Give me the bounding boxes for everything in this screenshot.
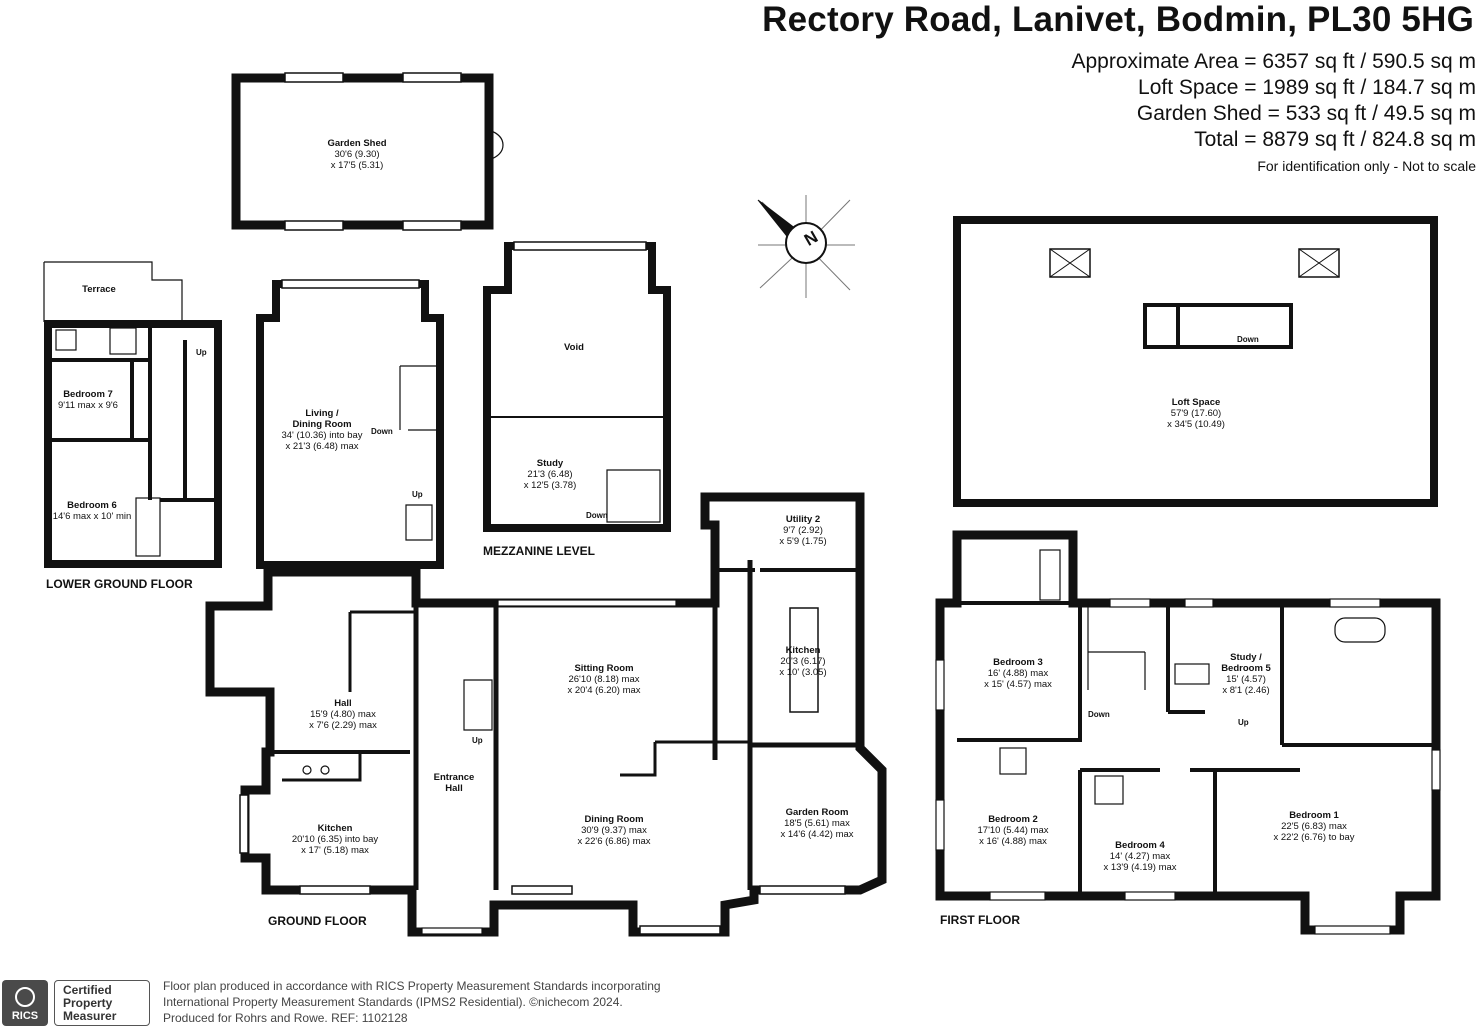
area-garden-shed: Garden Shed = 533 sq ft / 49.5 sq m	[1136, 102, 1476, 125]
lower-ground-outline	[43, 261, 222, 568]
compass-icon	[757, 195, 855, 298]
footer-text: Floor plan produced in accordance with R…	[163, 979, 661, 1025]
ground-floor-outline	[205, 492, 887, 937]
first-floor-outline	[935, 530, 1441, 935]
stair-label-down-study: Down	[586, 511, 608, 520]
rics-logo: RICS	[2, 980, 48, 1026]
floor-label-mezzanine: MEZZANINE LEVEL	[483, 544, 596, 558]
stair-label-up-study5: Up	[1238, 718, 1249, 727]
stair-label-up-living: Up	[412, 490, 423, 499]
floor-label-first: FIRST FLOOR	[940, 913, 1020, 927]
loft-outline	[953, 216, 1438, 507]
stair-label-down-first: Down	[1088, 710, 1110, 719]
page-title: Rectory Road, Lanivet, Bodmin, PL30 5HG	[762, 0, 1474, 39]
floor-label-ground: GROUND FLOOR	[268, 914, 367, 928]
stair-label-down-living: Down	[371, 427, 393, 436]
stair-label-down-loft: Down	[1237, 335, 1259, 344]
stair-label-up-entrance: Up	[472, 736, 483, 745]
scale-note: For identification only - Not to scale	[1257, 158, 1476, 174]
stair-label-up-lower: Up	[196, 348, 207, 357]
floor-label-lower-ground: LOWER GROUND FLOOR	[46, 577, 193, 591]
mezzanine-outline	[483, 241, 671, 532]
room-terrace: Terrace	[82, 284, 116, 295]
living-dining-outline	[256, 279, 444, 569]
area-loft: Loft Space = 1989 sq ft / 184.7 sq m	[1138, 76, 1476, 99]
room-void: Void	[564, 342, 584, 353]
rics-crest-icon	[15, 987, 35, 1007]
area-total: Total = 8879 sq ft / 824.8 sq m	[1194, 128, 1476, 151]
garden-shed-outline	[231, 72, 504, 231]
area-approximate: Approximate Area = 6357 sq ft / 590.5 sq…	[1071, 50, 1477, 73]
